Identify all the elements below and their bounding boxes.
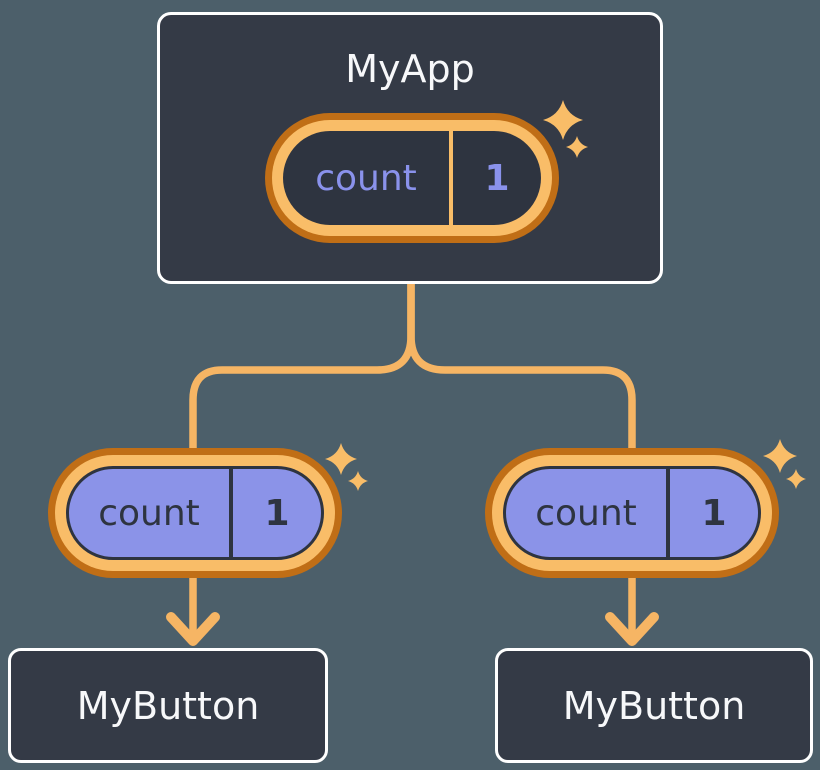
myapp-box: MyApp count 1 — [157, 12, 663, 284]
sparkle-icon — [348, 471, 368, 491]
component-title: MyButton — [76, 683, 260, 728]
state-value: 1 — [264, 492, 290, 534]
state-value: 1 — [484, 157, 510, 199]
state-label: count — [98, 492, 200, 534]
state-pill-ring: count 1 — [492, 455, 772, 571]
state-label: count — [535, 492, 637, 534]
component-title: MyApp — [345, 47, 475, 91]
state-value: 1 — [701, 492, 727, 534]
arrow-down-icon — [605, 612, 659, 646]
state-pill-ring: count 1 — [55, 455, 335, 571]
state-pill-content: count 1 — [503, 466, 761, 560]
state-pill-content: count 1 — [283, 131, 541, 225]
pill-divider — [229, 469, 233, 557]
arrow-down-icon — [166, 612, 220, 646]
sparkle-icon — [786, 469, 806, 489]
pill-divider — [666, 469, 670, 557]
state-label: count — [315, 157, 417, 199]
state-pill-root: count 1 — [265, 113, 559, 243]
mybutton-box-right: MyButton — [495, 648, 813, 763]
sparkle-icon — [763, 439, 797, 473]
pill-divider — [449, 131, 453, 225]
sparkle-icon — [325, 443, 357, 475]
component-title: MyButton — [562, 683, 746, 728]
connector-branch-right — [407, 280, 636, 645]
state-pill-child-left: count 1 — [48, 448, 342, 578]
state-pill-child-right: count 1 — [485, 448, 779, 578]
state-pill-content: count 1 — [66, 466, 324, 560]
state-pill-ring: count 1 — [272, 120, 552, 236]
mybutton-box-left: MyButton — [8, 648, 328, 763]
sparkle-icon — [543, 100, 583, 140]
sparkle-icon — [566, 136, 588, 158]
